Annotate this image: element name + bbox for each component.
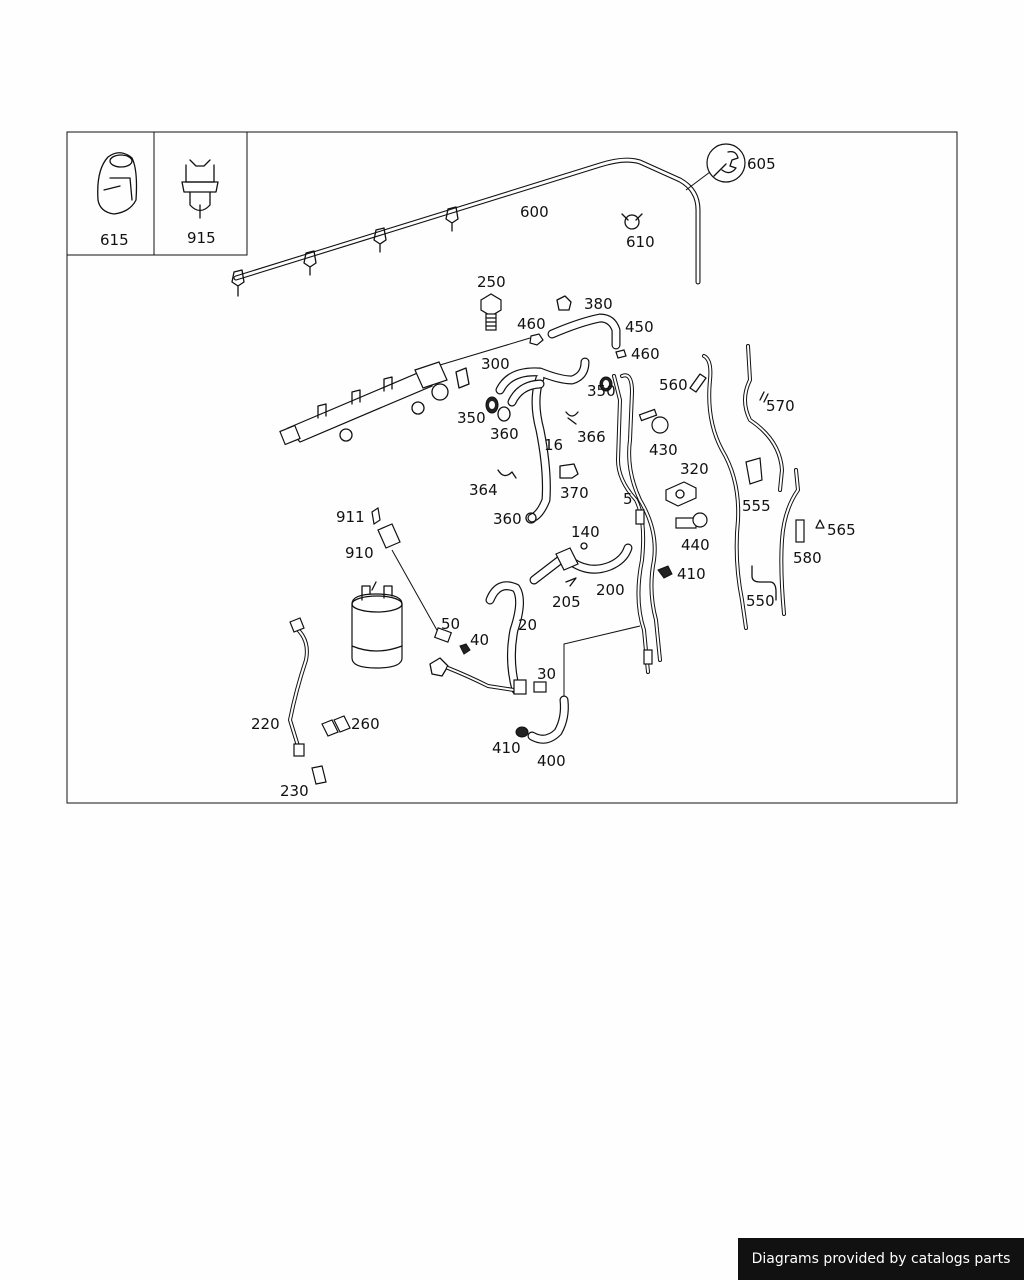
part-366-clip: [565, 411, 579, 425]
label-610: 610: [626, 233, 655, 251]
callout-labels: 615 915 600 605 610 250 380 460 450 460 …: [100, 155, 856, 800]
part-911-plug: [371, 506, 381, 526]
part-410-clamp: [657, 565, 673, 579]
label-366: 366: [577, 428, 606, 446]
label-380: 380: [584, 295, 613, 313]
label-364: 364: [469, 481, 498, 499]
part-220-sensor-cable: [288, 617, 309, 757]
label-320: 320: [680, 460, 709, 478]
part-915-clip: [181, 159, 219, 219]
part-580-550-tube: [751, 468, 825, 616]
label-200: 200: [596, 581, 625, 599]
part-20-hose: [485, 581, 524, 695]
label-360-b: 360: [493, 510, 522, 528]
part-30-line: [446, 666, 547, 695]
label-910: 910: [345, 544, 374, 562]
label-450: 450: [625, 318, 654, 336]
label-555: 555: [742, 497, 771, 515]
label-580: 580: [793, 549, 822, 567]
label-250: 250: [477, 273, 506, 291]
label-615: 615: [100, 231, 129, 249]
wrench-icon: [706, 143, 746, 183]
part-5-fuel-lines: [612, 373, 662, 674]
part-440-sensor: [675, 512, 708, 529]
part-260-holder: [321, 715, 351, 737]
label-460-b: 460: [631, 345, 660, 363]
part-50-40-fittings: [429, 627, 471, 677]
label-911: 911: [336, 508, 365, 526]
part-200-connector-hose: [529, 542, 633, 587]
label-410-b: 410: [492, 739, 521, 757]
label-16: 16: [544, 436, 563, 454]
label-30: 30: [537, 665, 556, 683]
leader-605: [685, 171, 711, 191]
label-360: 360: [490, 425, 519, 443]
part-370-bracket: [559, 463, 579, 479]
label-565: 565: [827, 521, 856, 539]
label-20: 20: [518, 616, 537, 634]
label-600: 600: [520, 203, 549, 221]
label-440: 440: [681, 536, 710, 554]
label-550: 550: [746, 592, 775, 610]
footer-credit: Diagrams provided by catalogs parts: [738, 1238, 1024, 1280]
label-260: 260: [351, 715, 380, 733]
label-40: 40: [470, 631, 489, 649]
part-300-fuel-rail: [279, 361, 470, 446]
part-615-clip-cover: [97, 152, 138, 215]
part-364-clip: [497, 469, 517, 479]
part-600-return-line: [231, 157, 701, 297]
part-560-clip: [689, 373, 707, 393]
leader-400: [563, 625, 641, 696]
label-300: 300: [481, 355, 510, 373]
label-605: 605: [747, 155, 776, 173]
label-350-b: 350: [587, 382, 616, 400]
part-460-clamp-b: [615, 349, 627, 359]
part-16-hose: [495, 357, 590, 523]
part-230-plug: [311, 765, 327, 785]
leader-300: [439, 337, 531, 366]
part-910-vent: [377, 523, 401, 549]
part-610-clip: [621, 213, 643, 230]
part-430-bolt: [638, 408, 669, 434]
part-450-hose: [547, 295, 621, 350]
diagram-frame: [66, 131, 958, 804]
part-320-bracket: [665, 481, 697, 507]
part-350-360-clamps: [485, 376, 613, 524]
label-230: 230: [280, 782, 309, 800]
part-250-bolt: [480, 293, 502, 331]
label-460: 460: [517, 315, 546, 333]
label-140: 140: [571, 523, 600, 541]
label-410: 410: [677, 565, 706, 583]
label-220: 220: [251, 715, 280, 733]
part-fuel-filter: [351, 581, 403, 669]
part-460-clamp: [529, 333, 544, 346]
label-915: 915: [187, 229, 216, 247]
part-555-570-hose: [702, 344, 784, 630]
label-370: 370: [560, 484, 589, 502]
label-400: 400: [537, 752, 566, 770]
label-205: 205: [552, 593, 581, 611]
label-5: 5: [623, 490, 633, 508]
inset-box: [67, 132, 248, 256]
label-50: 50: [441, 615, 460, 633]
label-430: 430: [649, 441, 678, 459]
label-570: 570: [766, 397, 795, 415]
label-350: 350: [457, 409, 486, 427]
label-560: 560: [659, 376, 688, 394]
part-400-hose: [515, 695, 569, 744]
leader-910: [391, 549, 439, 633]
